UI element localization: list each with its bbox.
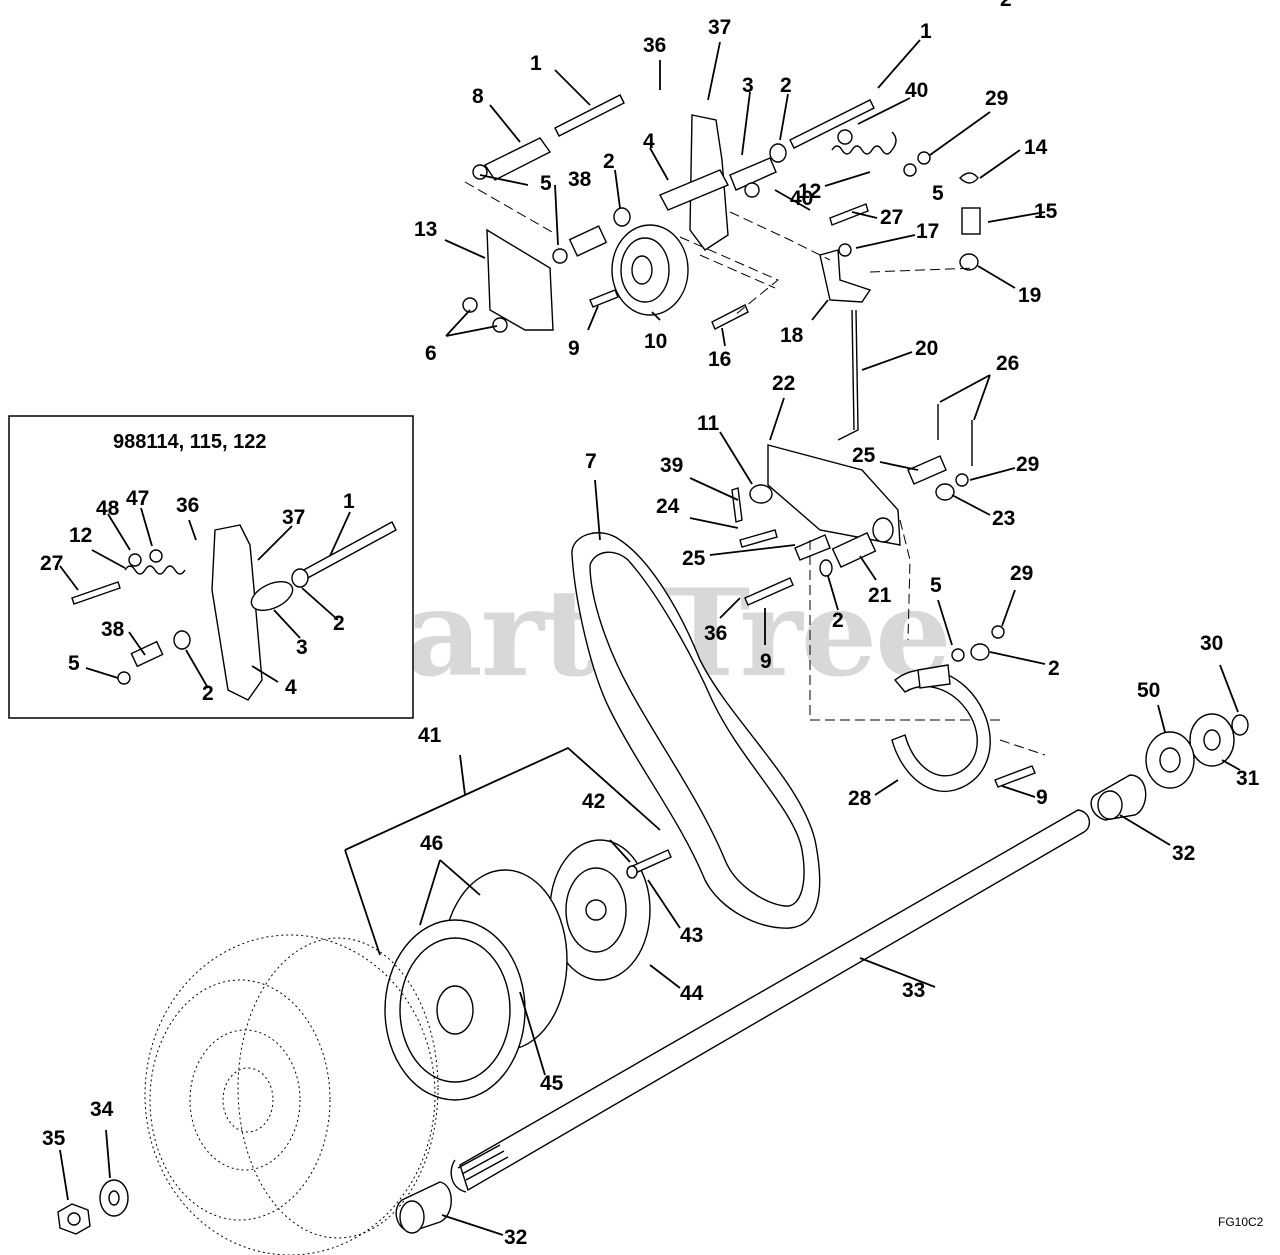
callout: 29	[985, 87, 1008, 110]
callout: 2	[1000, 0, 1012, 11]
callout: 1	[920, 20, 932, 43]
callout: 19	[1018, 284, 1041, 307]
inset-callout: 2	[202, 682, 214, 705]
callout: 33	[902, 979, 925, 1002]
inset-spring	[124, 565, 186, 575]
inset-callout: 5	[68, 652, 80, 675]
callout: 42	[582, 790, 605, 813]
callout: 28	[848, 787, 872, 810]
callout: 43	[680, 924, 703, 947]
control-rod	[837, 309, 859, 441]
callout: 38	[568, 168, 592, 191]
inset-callout: 36	[176, 494, 199, 517]
callout: 21	[868, 584, 892, 607]
callout: 22	[772, 372, 795, 395]
callout: 2	[780, 74, 792, 97]
inset-bracket	[211, 524, 263, 701]
callout: 17	[916, 220, 939, 243]
callout: 23	[992, 507, 1015, 530]
callout: 2	[603, 150, 615, 173]
callout: 13	[414, 218, 437, 241]
callout: 37	[708, 16, 731, 39]
inset-bolt	[71, 581, 121, 605]
callout: 32	[504, 1226, 527, 1249]
inset-callout: 12	[69, 524, 92, 547]
inset-title: 988114, 115, 122	[113, 431, 267, 453]
callout: 36	[704, 622, 727, 645]
support-bracket	[767, 444, 901, 546]
callout: 29	[1010, 562, 1033, 585]
inset-callout: 27	[40, 552, 63, 575]
callout: 25	[682, 547, 706, 570]
callout: 46	[420, 832, 443, 855]
inset-callout: 38	[101, 618, 125, 641]
callout: 2	[832, 609, 844, 632]
tire	[144, 934, 439, 1255]
drive-belt	[571, 532, 821, 929]
mount-bracket	[486, 228, 554, 331]
callout: 15	[1034, 200, 1058, 223]
callout: 44	[680, 982, 704, 1005]
callout: 20	[915, 337, 938, 360]
brake-band	[891, 664, 991, 793]
inset-callout-labels: 1 2 2 3 4 5 12 27 36 37 38 47 48	[40, 487, 355, 705]
callout: 9	[760, 650, 772, 673]
inset-callout: 48	[96, 497, 120, 520]
inset-callout: 1	[343, 490, 355, 513]
callout: 6	[425, 342, 437, 365]
callout: 31	[1236, 767, 1260, 790]
callout: 27	[880, 206, 903, 229]
callout: 50	[1137, 679, 1160, 702]
callout: 24	[656, 495, 680, 518]
callout: 4	[643, 130, 655, 153]
callout: 30	[1200, 632, 1223, 655]
callout: 9	[568, 337, 580, 360]
callout: 10	[644, 330, 667, 353]
drive-pulley	[549, 839, 651, 981]
inset-callout: 2	[333, 612, 345, 635]
callout: 1	[530, 52, 542, 75]
callout: 40	[905, 79, 928, 102]
callout: 35	[42, 1127, 66, 1150]
idler-pulley	[611, 224, 689, 316]
callout: 8	[472, 85, 484, 108]
callout: 2	[1048, 657, 1060, 680]
callout: 5	[930, 574, 942, 597]
callout-labels: 1 1 2 2 2 2 2 3 4 5 5 5 6 7 8 9 9 9 10 1…	[42, 0, 1260, 1249]
callout: 16	[708, 348, 731, 371]
callout: 29	[1016, 453, 1039, 476]
callout: 34	[90, 1098, 114, 1121]
callout: 5	[540, 172, 552, 195]
callout: 3	[742, 74, 754, 97]
callout: 26	[996, 352, 1019, 375]
callout: 25	[852, 444, 876, 467]
lever-bracket	[819, 249, 872, 303]
callout: 18	[780, 324, 804, 347]
wheel-hub	[384, 869, 568, 1101]
callout: 36	[643, 34, 666, 57]
callout: 12	[798, 180, 821, 203]
inset-callout: 3	[296, 636, 308, 659]
callout: 45	[540, 1072, 564, 1095]
callout: 39	[660, 454, 683, 477]
figure-ref: FG10C2	[1218, 1215, 1264, 1229]
callout: 9	[1036, 786, 1048, 809]
axle	[450, 809, 1091, 1193]
callout: 41	[418, 724, 442, 747]
inset-callout: 37	[282, 506, 305, 529]
tension-spring	[831, 131, 897, 155]
callout: 14	[1024, 136, 1048, 159]
callout: 5	[932, 182, 944, 205]
inset-panel: 988114, 115, 122	[8, 415, 414, 719]
callout: 32	[1172, 842, 1195, 865]
callout: 7	[585, 450, 597, 473]
callout: 40	[790, 187, 813, 210]
inset-callout: 4	[285, 676, 297, 699]
inset-callout: 47	[126, 487, 149, 510]
callout: 11	[697, 412, 720, 435]
